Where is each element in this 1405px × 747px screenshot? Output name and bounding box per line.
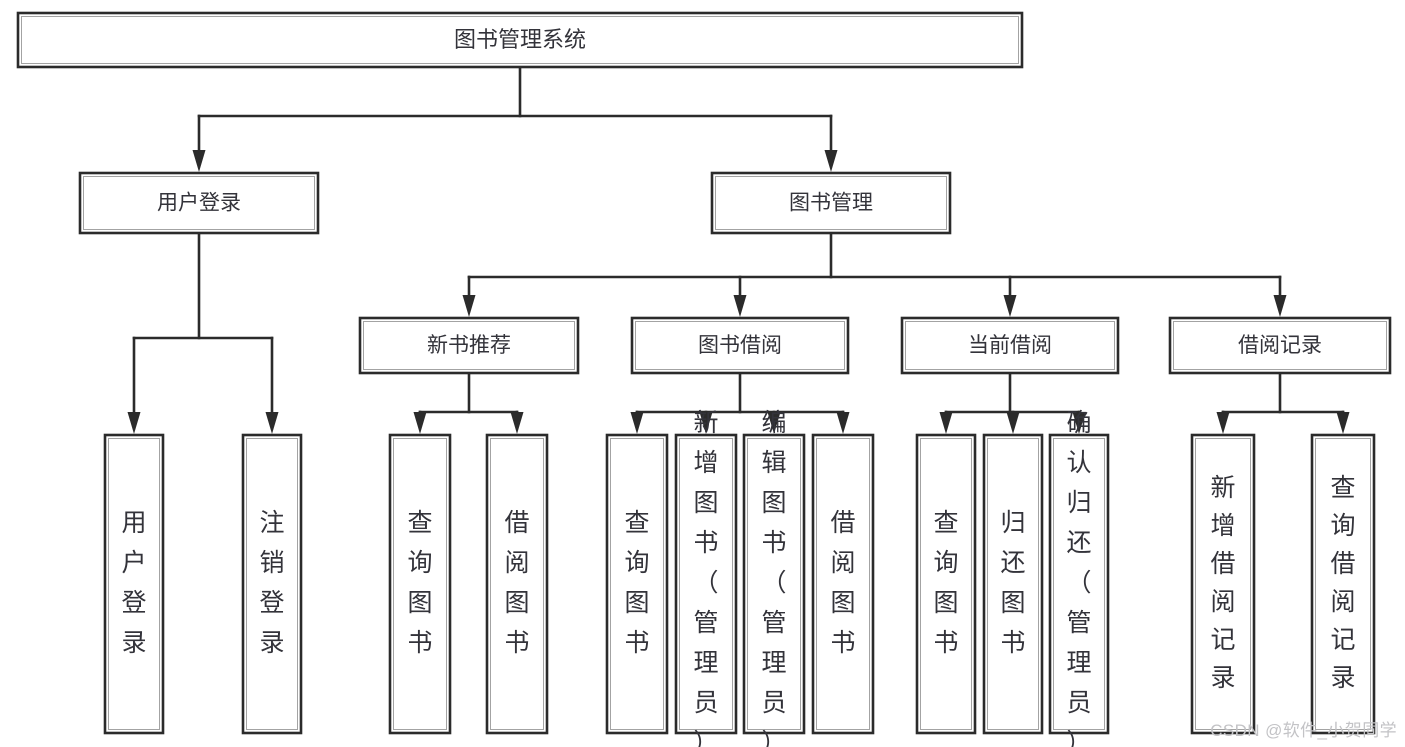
node-borrow-book-1[interactable]: 借阅图书 xyxy=(485,433,549,735)
node-add-borrow-record[interactable]: 新增借阅记录 xyxy=(1190,433,1256,735)
node-box-inner-borrow-book-2 xyxy=(816,438,870,730)
node-user-login-do[interactable]: 用户登录 xyxy=(103,433,165,735)
node-label-new-book-recommend: 新书推荐 xyxy=(427,334,511,357)
node-box-inner-add-book-admin xyxy=(679,438,733,730)
node-box-inner-borrow-record xyxy=(1173,321,1387,370)
node-box-inner-user-login-do xyxy=(108,438,160,730)
node-new-book-recommend[interactable]: 新书推荐 xyxy=(358,316,580,375)
node-box-inner-edit-book-admin xyxy=(747,438,801,730)
node-label-borrow-book-1: 借阅图书 xyxy=(504,509,529,657)
node-label-borrow-record: 借阅记录 xyxy=(1238,334,1322,357)
node-box-inner-confirm-return-admin xyxy=(1053,438,1105,730)
node-box-user-login xyxy=(78,171,320,235)
node-box-inner-user-login xyxy=(83,176,315,230)
node-label-query-book-2: 查询图书 xyxy=(624,509,649,657)
node-query-book-1[interactable]: 查询图书 xyxy=(388,433,452,735)
node-box-query-book-3 xyxy=(915,433,977,735)
node-label-borrow-book-2: 借阅图书 xyxy=(830,509,855,657)
node-box-inner-book-management xyxy=(715,176,947,230)
node-label-current-borrow: 当前借阅 xyxy=(968,334,1052,357)
node-box-new-book-recommend xyxy=(358,316,580,375)
node-box-inner-add-borrow-record xyxy=(1195,438,1251,730)
node-label-user-login: 用户登录 xyxy=(157,192,241,215)
node-box-current-borrow xyxy=(900,316,1120,375)
node-confirm-return-admin[interactable]: 确认归还（管理员） xyxy=(1048,409,1110,747)
node-book-management[interactable]: 图书管理 xyxy=(710,171,952,235)
node-box-inner-query-borrow-record xyxy=(1315,438,1371,730)
node-box-borrow-book-1 xyxy=(485,433,549,735)
node-query-book-3[interactable]: 查询图书 xyxy=(915,433,977,735)
node-box-inner-user-logout xyxy=(246,438,298,730)
node-label-book-borrow: 图书借阅 xyxy=(698,334,782,357)
node-return-book[interactable]: 归还图书 xyxy=(982,433,1044,735)
node-box-confirm-return-admin xyxy=(1048,433,1110,735)
node-box-user-login-do xyxy=(103,433,165,735)
node-box-borrow-book-2 xyxy=(811,433,875,735)
node-box-query-book-2 xyxy=(605,433,669,735)
node-box-inner-query-book-3 xyxy=(920,438,972,730)
node-box-inner-borrow-book-1 xyxy=(490,438,544,730)
node-label-book-management: 图书管理 xyxy=(789,192,873,215)
node-box-inner-new-book-recommend xyxy=(363,321,575,370)
node-box-inner-query-book-1 xyxy=(393,438,447,730)
node-user-logout[interactable]: 注销登录 xyxy=(241,433,303,735)
node-box-inner-root xyxy=(21,16,1019,64)
node-box-query-book-1 xyxy=(388,433,452,735)
node-box-add-borrow-record xyxy=(1190,433,1256,735)
node-query-book-2[interactable]: 查询图书 xyxy=(605,433,669,735)
node-label-user-login-do: 用户登录 xyxy=(121,509,146,657)
node-label-user-logout: 注销登录 xyxy=(259,509,284,657)
node-label-return-book: 归还图书 xyxy=(1000,509,1025,657)
connector-layer xyxy=(127,65,1350,434)
node-layer: 图书管理系统用户登录图书管理用户登录注销登录新书推荐查询图书借阅图书图书借阅查询… xyxy=(16,11,1392,747)
node-box-edit-book-admin xyxy=(742,433,806,735)
watermark-label: CSDN @软件_小贺同学 xyxy=(1210,721,1397,740)
node-box-query-borrow-record xyxy=(1310,433,1376,735)
node-user-login[interactable]: 用户登录 xyxy=(78,171,320,235)
node-label-edit-book-admin: 编辑图书（管理员） xyxy=(761,409,786,747)
node-label-query-book-1: 查询图书 xyxy=(407,509,432,657)
node-borrow-record[interactable]: 借阅记录 xyxy=(1168,316,1392,375)
node-add-book-admin[interactable]: 新增图书（管理员） xyxy=(674,409,738,747)
node-box-inner-query-book-2 xyxy=(610,438,664,730)
node-current-borrow[interactable]: 当前借阅 xyxy=(900,316,1120,375)
node-query-borrow-record[interactable]: 查询借阅记录 xyxy=(1310,433,1376,735)
node-box-inner-return-book xyxy=(987,438,1039,730)
node-label-add-borrow-record: 新增借阅记录 xyxy=(1210,474,1235,692)
node-box-inner-book-borrow xyxy=(635,321,845,370)
node-borrow-book-2[interactable]: 借阅图书 xyxy=(811,433,875,735)
node-box-return-book xyxy=(982,433,1044,735)
node-box-book-borrow xyxy=(630,316,850,375)
node-box-user-logout xyxy=(241,433,303,735)
node-box-root xyxy=(16,11,1024,69)
node-box-borrow-record xyxy=(1168,316,1392,375)
node-box-add-book-admin xyxy=(674,433,738,735)
node-box-book-management xyxy=(710,171,952,235)
node-label-query-borrow-record: 查询借阅记录 xyxy=(1330,474,1355,692)
node-root[interactable]: 图书管理系统 xyxy=(16,11,1024,69)
node-edit-book-admin[interactable]: 编辑图书（管理员） xyxy=(742,409,806,747)
node-box-inner-current-borrow xyxy=(905,321,1115,370)
node-label-confirm-return-admin: 确认归还（管理员） xyxy=(1066,409,1091,747)
node-label-root: 图书管理系统 xyxy=(454,27,586,52)
node-label-query-book-3: 查询图书 xyxy=(933,509,958,657)
node-label-add-book-admin: 新增图书（管理员） xyxy=(693,409,718,747)
node-book-borrow[interactable]: 图书借阅 xyxy=(630,316,850,375)
